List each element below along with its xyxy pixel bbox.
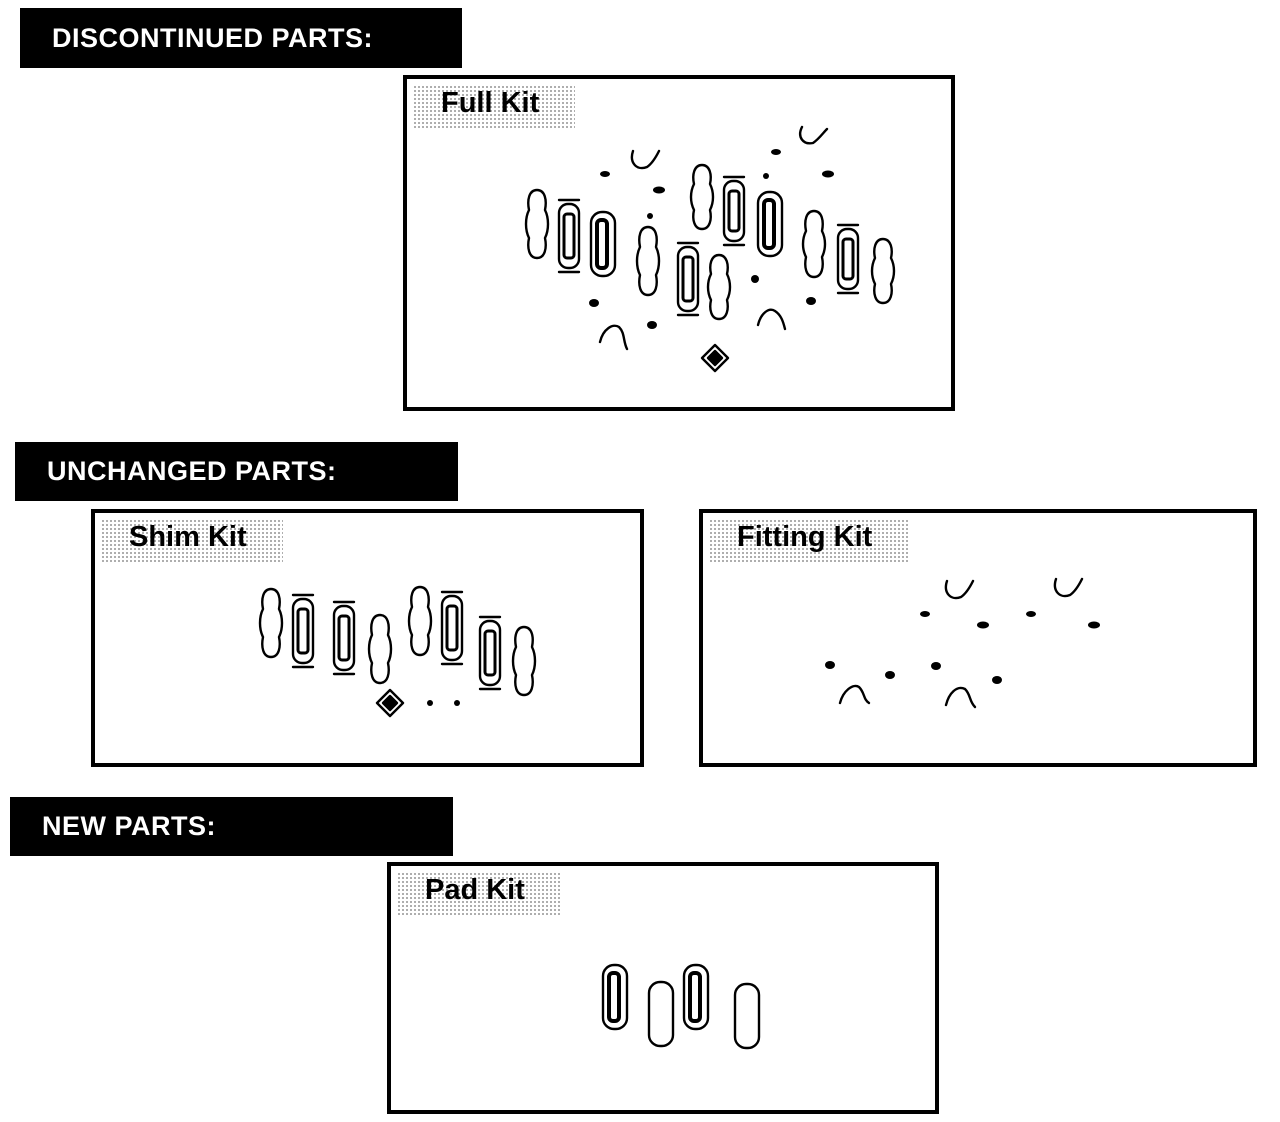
full-kit-label: Full Kit <box>413 85 576 130</box>
diamond-grease-icon <box>375 688 405 718</box>
pin-clip-icon <box>771 149 781 155</box>
pin-clip-icon <box>600 171 610 177</box>
dot-icon <box>427 700 433 706</box>
shim-kit-label: Shim Kit <box>101 519 283 564</box>
new-parts-heading: NEW PARTS: <box>10 797 453 856</box>
brake-pad-icon <box>647 980 675 1048</box>
brake-pad-icon <box>440 590 464 666</box>
diamond-grease-icon <box>700 343 730 373</box>
brake-shim-icon <box>635 225 661 297</box>
brake-pad-icon <box>601 963 629 1031</box>
pin-clip-icon <box>920 611 930 617</box>
brake-pad-icon <box>722 175 746 247</box>
pin-clip-icon <box>931 662 941 670</box>
brake-pad-icon <box>756 190 784 258</box>
anti-rattle-clip-icon <box>756 308 787 331</box>
anti-rattle-clip-icon <box>944 686 977 709</box>
brake-pad-icon <box>557 198 581 274</box>
anti-rattle-clip-icon <box>1053 577 1084 598</box>
anti-rattle-clip-icon <box>944 579 975 600</box>
pin-clip-icon <box>825 661 835 669</box>
discontinued-parts-heading: DISCONTINUED PARTS: <box>20 8 462 68</box>
anti-rattle-clip-icon <box>838 684 871 705</box>
brake-shim-icon <box>407 585 433 657</box>
anti-rattle-clip-icon <box>630 149 661 170</box>
brake-shim-icon <box>689 163 715 231</box>
fitting-kit-label: Fitting Kit <box>709 519 909 564</box>
brake-shim-icon <box>511 625 537 697</box>
brake-pad-icon <box>733 982 761 1050</box>
brake-pad-icon <box>478 615 502 691</box>
pin-clip-icon <box>806 297 816 305</box>
unchanged-parts-heading: UNCHANGED PARTS: <box>15 442 458 501</box>
anti-rattle-clip-icon <box>598 324 629 351</box>
brake-pad-icon <box>676 241 700 317</box>
pin-clip-icon <box>822 170 834 178</box>
new-parts-heading-text: NEW PARTS: <box>42 811 216 841</box>
brake-pad-icon <box>682 963 710 1031</box>
pin-clip-icon <box>647 213 653 219</box>
brake-shim-icon <box>801 209 827 279</box>
brake-shim-icon <box>524 188 550 260</box>
pin-clip-icon <box>1088 621 1100 629</box>
pad-kit-illustration <box>601 963 761 1050</box>
pad-kit-panel: Pad Kit <box>387 862 939 1114</box>
pin-clip-icon <box>647 321 657 329</box>
shim-kit-panel: Shim Kit <box>91 509 644 767</box>
pin-clip-icon <box>589 299 599 307</box>
brake-shim-icon <box>367 613 393 685</box>
brake-pad-icon <box>332 600 356 676</box>
brake-shim-icon <box>706 253 732 321</box>
brake-pad-icon <box>589 210 617 278</box>
full-kit-panel: Full Kit <box>403 75 955 411</box>
shim-kit-illustration <box>258 585 537 718</box>
pin-clip-icon <box>751 275 759 283</box>
unchanged-parts-heading-text: UNCHANGED PARTS: <box>47 456 337 486</box>
pad-kit-label: Pad Kit <box>397 872 561 917</box>
pin-clip-icon <box>763 173 769 179</box>
anti-rattle-clip-icon <box>799 125 829 145</box>
pin-clip-icon <box>653 186 665 194</box>
discontinued-parts-heading-text: DISCONTINUED PARTS: <box>52 22 374 53</box>
pin-clip-icon <box>992 676 1002 684</box>
pin-clip-icon <box>977 621 989 629</box>
pin-clip-icon <box>1026 611 1036 617</box>
brake-pad-icon <box>291 593 315 669</box>
fitting-kit-illustration <box>825 577 1100 709</box>
dot-icon <box>454 700 460 706</box>
full-kit-illustration <box>524 125 896 373</box>
fitting-kit-panel: Fitting Kit <box>699 509 1257 767</box>
brake-pad-icon <box>836 223 860 295</box>
brake-shim-icon <box>870 237 896 305</box>
pin-clip-icon <box>885 671 895 679</box>
brake-shim-icon <box>258 587 284 659</box>
